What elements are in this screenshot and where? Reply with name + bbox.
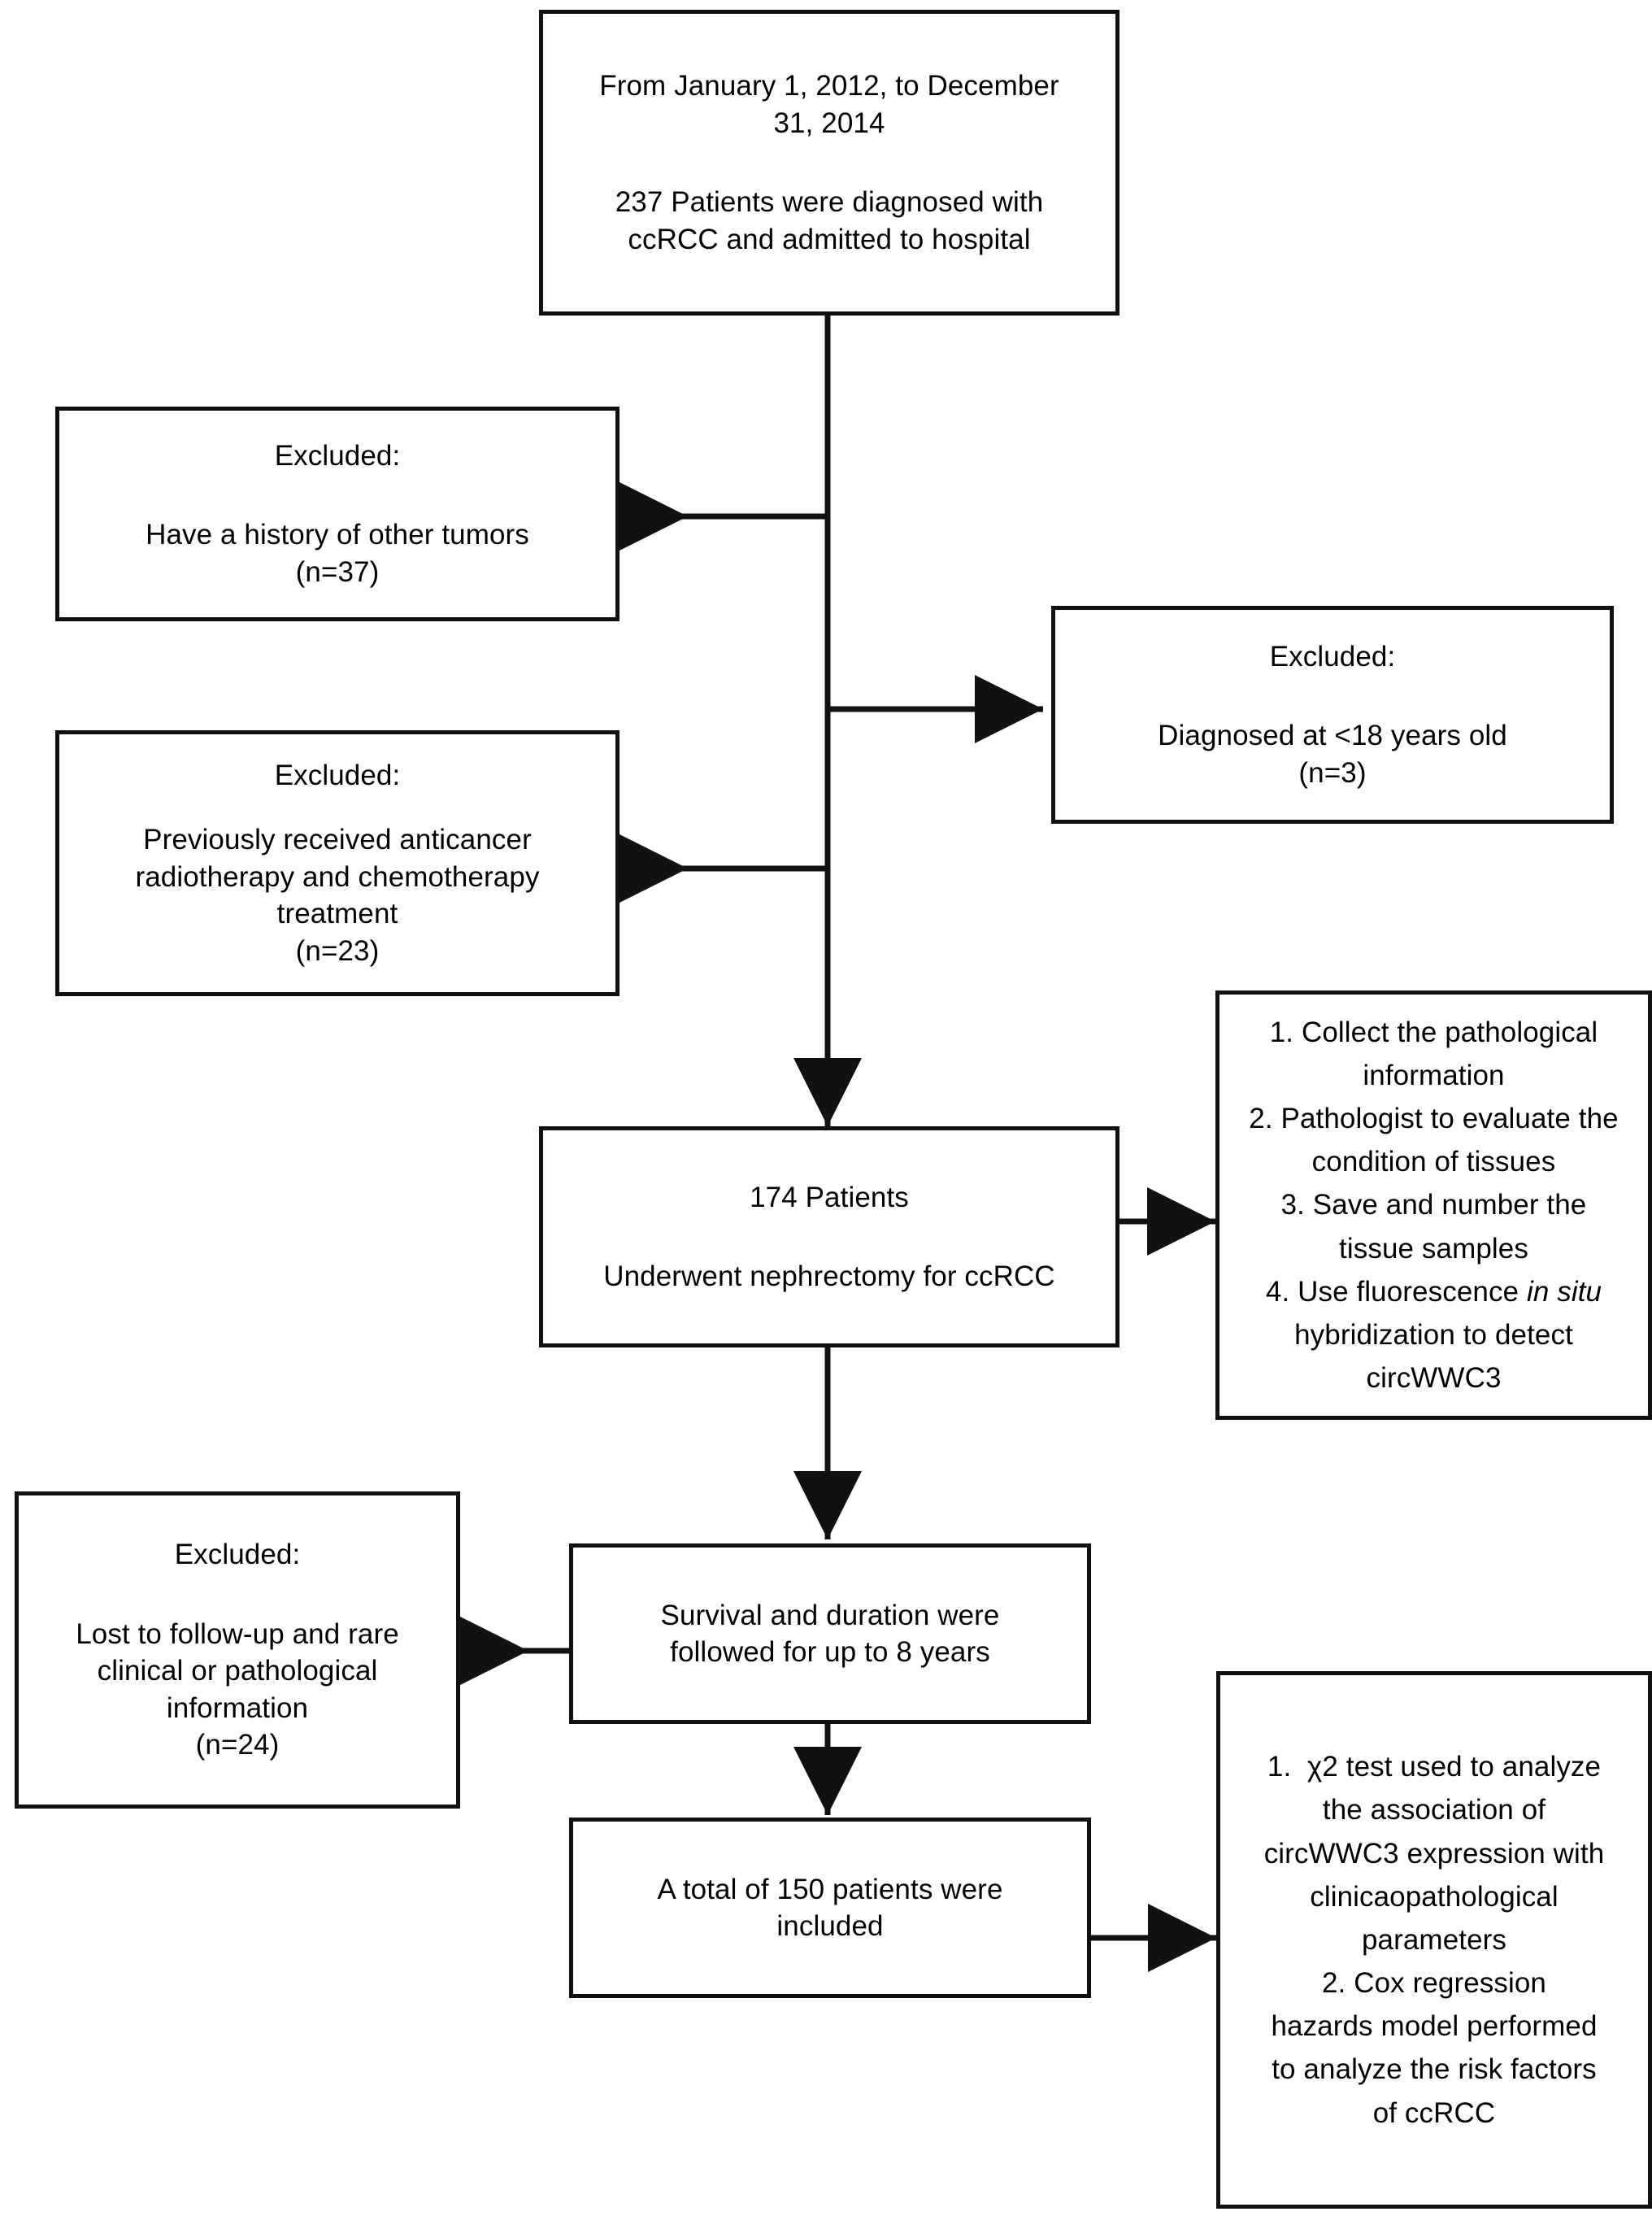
node-excluded-prior-treatment: Excluded: Previously received anticancer… [55, 730, 620, 996]
statistics-item-1-chi-symbol: χ2 [1306, 1751, 1338, 1783]
statistics-item-1-prefix: 1. [1267, 1751, 1307, 1783]
followup-detail: Survival and duration were followed for … [660, 1599, 1000, 1669]
workflow-item-4-italic: in situ [1526, 1275, 1602, 1308]
enrollment-period: From January 1, 2012, to December 31, 20… [599, 70, 1059, 139]
node-excluded-lost-followup: Excluded: Lost to follow-up and rare cli… [15, 1491, 460, 1809]
nephrectomy-count: 174 Patients [750, 1181, 909, 1213]
workflow-item-4: 4. Use fluorescence in situ hybridizatio… [1237, 1270, 1630, 1400]
workflow-item-4-prefix: 4. Use fluorescence [1265, 1275, 1527, 1308]
nephrectomy-detail: Underwent nephrectomy for ccRCC [603, 1260, 1055, 1292]
excluded-followup-reason: Lost to follow-up and rare clinical or p… [76, 1617, 399, 1724]
node-enrollment: From January 1, 2012, to December 31, 20… [539, 10, 1119, 316]
excluded-followup-heading: Excluded: [174, 1539, 301, 1571]
excluded-followup-count: (n=24) [195, 1729, 280, 1761]
excluded-age-count: (n=3) [1298, 756, 1367, 789]
excluded-tumors-heading: Excluded: [274, 439, 401, 472]
excluded-age-reason: Diagnosed at <18 years old [1158, 720, 1507, 752]
statistics-item-2: 2. Cox regression hazards model performe… [1271, 1967, 1598, 2129]
excluded-treatment-reason: Previously received anticancer radiother… [135, 824, 540, 930]
node-excluded-under-18: Excluded: Diagnosed at <18 years old (n=… [1051, 606, 1614, 824]
node-included: A total of 150 patients were included [569, 1818, 1091, 1998]
node-nephrectomy: 174 Patients Underwent nephrectomy for c… [539, 1126, 1119, 1347]
workflow-item-1: 1. Collect the pathological information [1269, 1016, 1598, 1091]
node-excluded-other-tumors: Excluded: Have a history of other tumors… [55, 407, 620, 621]
node-statistical-analysis: 1. χ2 test used to analyze the associati… [1216, 1671, 1652, 2209]
excluded-tumors-reason: Have a history of other tumors [146, 519, 529, 551]
excluded-age-heading: Excluded: [1269, 640, 1396, 673]
workflow-item-2: 2. Pathologist to evaluate the condition… [1249, 1103, 1619, 1178]
workflow-item-3: 3. Save and number the tissue samples [1280, 1189, 1587, 1265]
statistics-item-1-suffix: test used to analyze the association of … [1263, 1751, 1605, 1956]
statistics-item-1: 1. χ2 test used to analyze the associati… [1238, 1745, 1630, 1961]
enrollment-count: 237 Patients were diagnosed with ccRCC a… [615, 186, 1044, 255]
node-followup: Survival and duration were followed for … [569, 1543, 1091, 1724]
workflow-item-4-suffix: hybridization to detect circWWC3 [1294, 1318, 1573, 1395]
included-detail: A total of 150 patients were included [657, 1873, 1003, 1943]
excluded-tumors-count: (n=37) [295, 555, 380, 588]
node-tissue-workflow: 1. Collect the pathological information … [1215, 990, 1652, 1420]
excluded-treatment-heading: Excluded: [274, 759, 401, 791]
excluded-treatment-count: (n=23) [295, 934, 380, 967]
